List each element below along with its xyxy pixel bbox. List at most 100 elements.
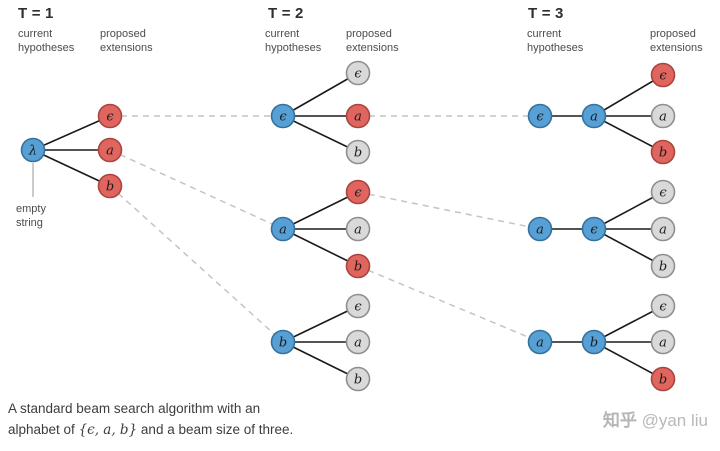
tree-edge	[282, 305, 359, 343]
node-label-t2g1-x3: b	[354, 146, 362, 161]
tree-edge	[282, 191, 359, 230]
node-label-t1-e1: ϵ	[106, 110, 114, 125]
node-t2g2-cur	[270, 216, 296, 242]
beam-selection-dashed-edge	[109, 149, 284, 230]
tree-edge	[593, 305, 664, 343]
node-t2g2-x1	[345, 179, 371, 205]
tree-edge	[282, 115, 359, 153]
node-label-t2g1-x2: a	[354, 110, 362, 125]
node-label-t3g2-x1: ϵ	[659, 186, 667, 201]
node-label-t3g3-mid: b	[590, 336, 598, 351]
node-t3g1-mid	[581, 103, 607, 129]
node-t2g1-cur	[270, 103, 296, 129]
node-t2g2-x2	[345, 216, 371, 242]
node-t3g1-x3	[650, 139, 676, 165]
node-t3g2-x3	[650, 253, 676, 279]
caption-line-2-pre: alphabet of	[8, 421, 79, 437]
node-label-t3g1-x1: ϵ	[659, 69, 667, 84]
node-t2g1-x3	[345, 139, 371, 165]
node-label-t3g3-cur: a	[536, 336, 544, 351]
proposed-extensions-label-1: proposed extensions	[100, 28, 153, 55]
node-t3g1-x2	[650, 103, 676, 129]
caption-line-1: A standard beam search algorithm with an	[8, 401, 261, 416]
tree-edge	[282, 341, 359, 380]
node-t3g2-x2	[650, 216, 676, 242]
node-label-t2g2-x2: a	[354, 223, 362, 238]
timestep-title-2: T = 2	[268, 5, 304, 22]
node-label-t3g3-x2: a	[659, 336, 667, 351]
tree-edge	[593, 341, 664, 380]
current-hypotheses-label-3: current hypotheses	[527, 28, 584, 55]
caption-alphabet-set: {ϵ, a, b}	[78, 421, 138, 438]
node-t2g3-cur	[270, 329, 296, 355]
tree-edge	[593, 228, 664, 267]
beam-selection-dashed-edge	[109, 185, 284, 343]
node-t3g3-x2	[650, 329, 676, 355]
tree-edge	[593, 115, 664, 153]
node-t1-root	[20, 137, 46, 163]
node-label-t3g3-x1: ϵ	[659, 300, 667, 315]
node-t2g1-x2	[345, 103, 371, 129]
node-label-t3g1-cur: ϵ	[536, 110, 544, 125]
node-label-t2g2-cur: a	[279, 223, 287, 238]
node-t2g1-x1	[345, 60, 371, 86]
node-label-t3g2-x2: a	[659, 223, 667, 238]
tree-edge	[282, 72, 359, 117]
node-label-t2g2-x1: ϵ	[354, 186, 362, 201]
node-label-t2g1-x1: ϵ	[354, 67, 362, 82]
watermark: 知乎 @yan liu	[603, 406, 708, 431]
node-label-t3g1-x2: a	[659, 110, 667, 125]
node-t3g3-x3	[650, 366, 676, 392]
node-t2g3-x2	[345, 329, 371, 355]
node-label-t2g1-cur: ϵ	[279, 110, 287, 125]
node-label-t3g2-cur: a	[536, 223, 544, 238]
caption: A standard beam search algorithm with an…	[8, 399, 293, 441]
tree-edge	[32, 115, 111, 151]
node-t3g2-cur	[527, 216, 553, 242]
tree-edge	[32, 149, 111, 187]
tree-edge	[593, 74, 664, 117]
node-label-t1-root: λ	[28, 144, 37, 159]
node-label-t3g2-mid: ϵ	[590, 223, 598, 238]
watermark-brand: 知乎	[602, 411, 637, 430]
node-label-t3g1-mid: a	[590, 110, 598, 125]
node-t2g3-x3	[345, 366, 371, 392]
proposed-extensions-label-2: proposed extensions	[346, 28, 399, 55]
node-label-t3g3-x3: b	[659, 373, 667, 388]
node-t3g3-mid	[581, 329, 607, 355]
node-label-t2g2-x3: b	[354, 260, 362, 275]
node-t3g2-mid	[581, 216, 607, 242]
node-label-t3g2-x3: b	[659, 260, 667, 275]
node-t3g3-cur	[527, 329, 553, 355]
node-t1-e3	[97, 173, 123, 199]
node-label-t1-e3: b	[106, 180, 114, 195]
node-t2g2-x3	[345, 253, 371, 279]
node-t3g2-x1	[650, 179, 676, 205]
node-label-t2g3-x1: ϵ	[354, 300, 362, 315]
tree-edge	[282, 228, 359, 267]
current-hypotheses-label-1: current hypotheses	[18, 28, 75, 55]
node-label-t3g1-x3: b	[659, 146, 667, 161]
watermark-handle: @yan liu	[636, 411, 708, 430]
node-label-t2g3-x3: b	[354, 373, 362, 388]
beam-selection-dashed-edge	[357, 191, 541, 230]
node-t3g3-x1	[650, 293, 676, 319]
caption-line-2-post: and a beam size of three.	[137, 421, 294, 437]
timestep-title-1: T = 1	[18, 5, 54, 22]
current-hypotheses-label-2: current hypotheses	[265, 28, 322, 55]
node-label-t2g3-x2: a	[354, 336, 362, 351]
beam-selection-dashed-edge	[357, 265, 541, 343]
proposed-extensions-label-3: proposed extensions	[650, 28, 703, 55]
timestep-title-3: T = 3	[528, 5, 564, 22]
node-t1-e1	[97, 103, 123, 129]
node-label-t1-e2: a	[106, 144, 114, 159]
node-t3g1-cur	[527, 103, 553, 129]
tree-edge	[593, 191, 664, 230]
node-t3g1-x1	[650, 62, 676, 88]
empty-string-annotation: empty string	[16, 203, 46, 230]
node-t2g3-x1	[345, 293, 371, 319]
node-label-t2g3-cur: b	[279, 336, 287, 351]
node-t1-e2	[97, 137, 123, 163]
